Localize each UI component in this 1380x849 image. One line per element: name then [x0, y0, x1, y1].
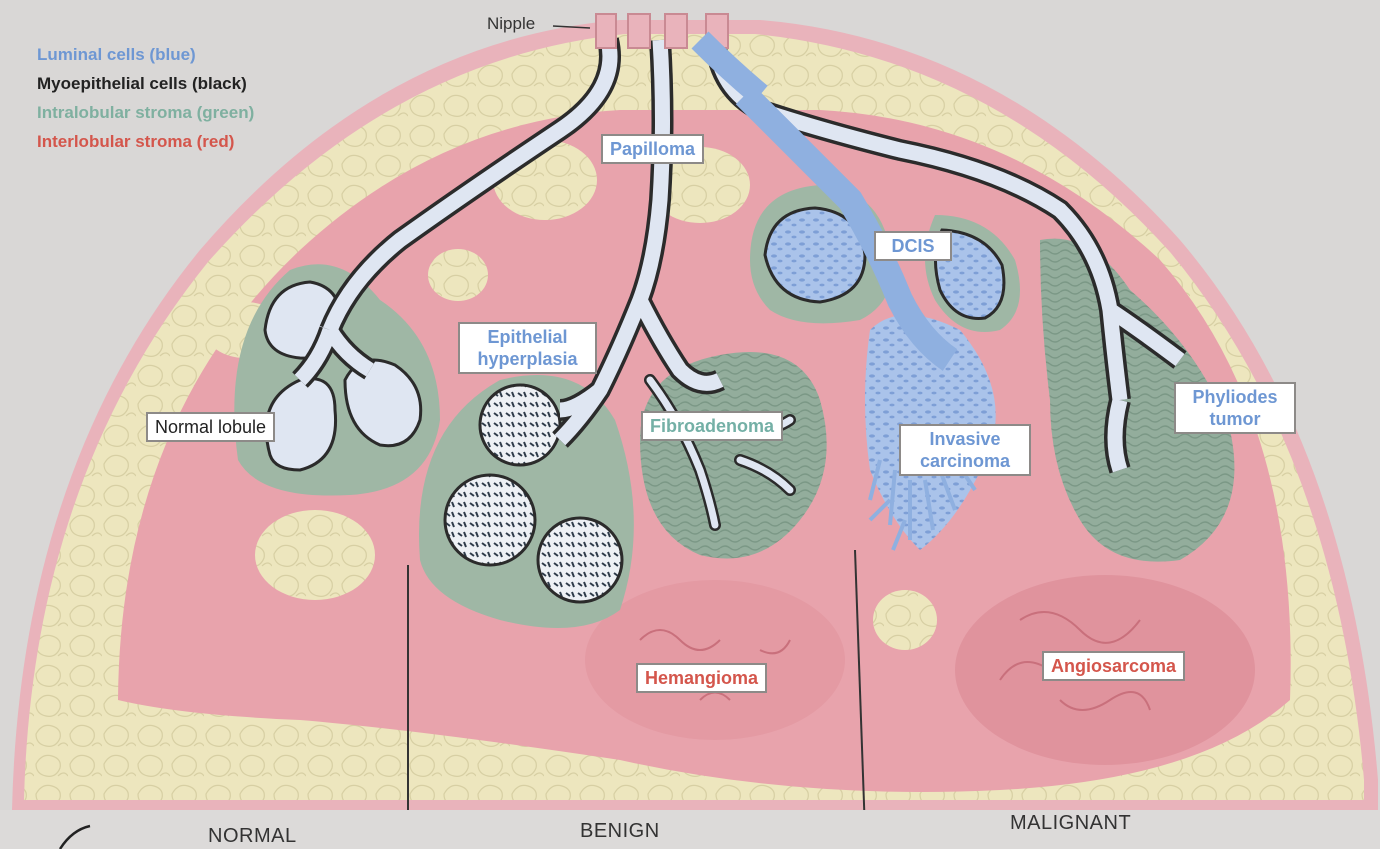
legend-luminal: Luminal cells (blue)	[37, 40, 254, 69]
legend-myoepithelial: Myoepithelial cells (black)	[37, 69, 254, 98]
label-epithelial-line2: hyperplasia	[467, 348, 588, 370]
label-angiosarcoma: Angiosarcoma	[1042, 651, 1185, 681]
label-invasive-carcinoma: Invasive carcinoma	[899, 424, 1031, 476]
label-hemangioma: Hemangioma	[636, 663, 767, 693]
label-phyllodes-line2: tumor	[1183, 408, 1287, 430]
region-malignant: MALIGNANT	[1010, 812, 1131, 835]
label-papilloma: Papilloma	[601, 134, 704, 164]
region-normal: NORMAL	[208, 825, 297, 848]
color-legend: Luminal cells (blue) Myoepithelial cells…	[37, 40, 254, 156]
legend-intralobular: Intralobular stroma (green)	[37, 98, 254, 127]
label-fibroadenoma: Fibroadenoma	[641, 411, 783, 441]
nipple-label: Nipple	[487, 14, 535, 34]
label-normal-lobule: Normal lobule	[146, 412, 275, 442]
label-invasive-line2: carcinoma	[908, 450, 1022, 472]
label-invasive-line1: Invasive	[908, 428, 1022, 450]
label-epithelial-hyperplasia: Epithelial hyperplasia	[458, 322, 597, 374]
region-benign: BENIGN	[580, 820, 660, 843]
label-epithelial-line1: Epithelial	[467, 326, 588, 348]
label-dcis: DCIS	[874, 231, 952, 261]
label-phyllodes-tumor: Phyliodes tumor	[1174, 382, 1296, 434]
legend-interlobular: Interlobular stroma (red)	[37, 127, 254, 156]
label-phyllodes-line1: Phyliodes	[1183, 386, 1287, 408]
